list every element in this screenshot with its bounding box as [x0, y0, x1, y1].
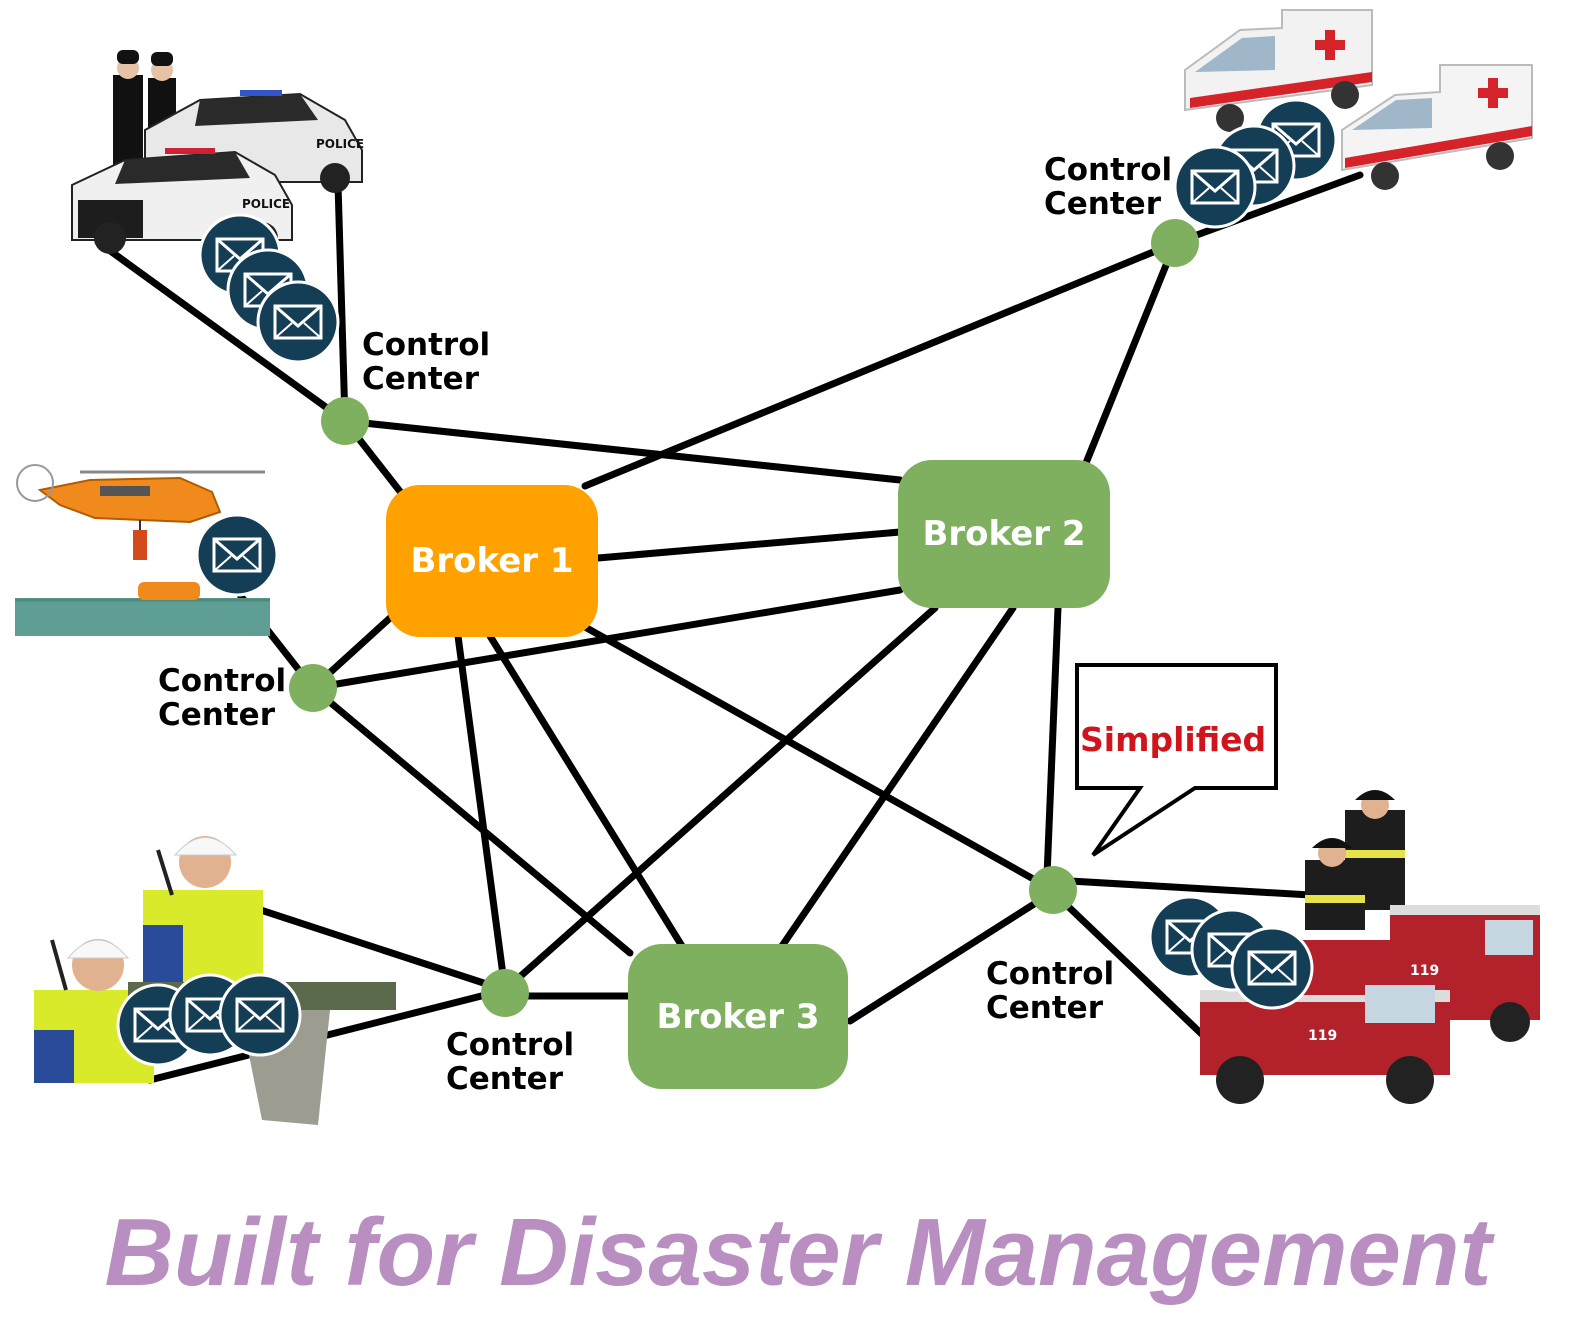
control-center-label-ambulance: Control Center — [1044, 152, 1173, 222]
control-center-node-fire — [1029, 866, 1077, 914]
link-police-pole-cc — [334, 180, 349, 425]
control-center-node-ambulance — [1151, 219, 1199, 267]
link-cc-coast-broker3 — [309, 684, 634, 957]
link-cc-police-broker2 — [341, 417, 904, 484]
link-worker-cc-field — [226, 896, 509, 994]
control-center-label-coast: Control Center — [158, 663, 287, 733]
control-center-label-field: Control Center — [446, 1027, 575, 1097]
connections — [94, 171, 1364, 1084]
link-ambulance-cc — [1171, 171, 1364, 247]
control-center-node-coast — [289, 664, 337, 712]
helicopter-icon — [15, 464, 270, 636]
link-broker1-cc-fire — [581, 623, 1057, 894]
svg-text:POLICE: POLICE — [242, 197, 290, 211]
svg-text:POLICE: POLICE — [316, 137, 364, 151]
broker-3-label: Broker 3 — [656, 996, 820, 1037]
link-broker1-cc-ambulance — [581, 239, 1179, 490]
broker-1-label: Broker 1 — [410, 541, 574, 581]
envelope-icon — [1148, 895, 1314, 1010]
link-cc-fire-truck — [1049, 888, 1214, 1046]
control-center-label-fire: Control Center — [986, 956, 1115, 1026]
link-broker2-broker3 — [778, 604, 1017, 950]
link-broker1-broker3 — [486, 632, 686, 950]
link-police-car-cc — [94, 238, 349, 425]
control-center-label-police: Control Center — [362, 327, 491, 397]
envelope-icon — [195, 513, 279, 597]
link-broker3-cc-fire — [846, 888, 1057, 1025]
control-center-node-police — [321, 397, 369, 445]
link-broker2-cc-fire — [1043, 604, 1062, 880]
page-title: Built for Disaster Management — [104, 1199, 1492, 1306]
broker-2: Broker 2 — [898, 460, 1110, 608]
control-center-node-field — [481, 969, 529, 1017]
link-broker1-broker2 — [594, 528, 904, 562]
broker-3: Broker 3 — [628, 944, 848, 1089]
ambulance-icon — [1184, 9, 1533, 190]
svg-text:119: 119 — [1410, 963, 1439, 979]
callout-text: Simplified — [1080, 720, 1267, 759]
link-cc-fire-firemen — [1049, 876, 1314, 899]
envelope-icon — [116, 973, 302, 1067]
broker-2-label: Broker 2 — [922, 514, 1086, 554]
broker-1: Broker 1 — [386, 485, 598, 637]
link-broker2-cc-field — [501, 604, 939, 994]
svg-text:119: 119 — [1308, 1028, 1337, 1044]
link-cc-ambulance-broker2 — [1082, 239, 1179, 467]
link-worker2-cc-field — [146, 986, 509, 1084]
fire-truck-icon: 119 119 — [1200, 790, 1540, 1104]
link-broker1-cc-field — [454, 632, 509, 994]
envelope-icon — [1173, 98, 1338, 229]
envelope-icon — [198, 213, 340, 364]
callout-bubble — [1075, 663, 1278, 857]
